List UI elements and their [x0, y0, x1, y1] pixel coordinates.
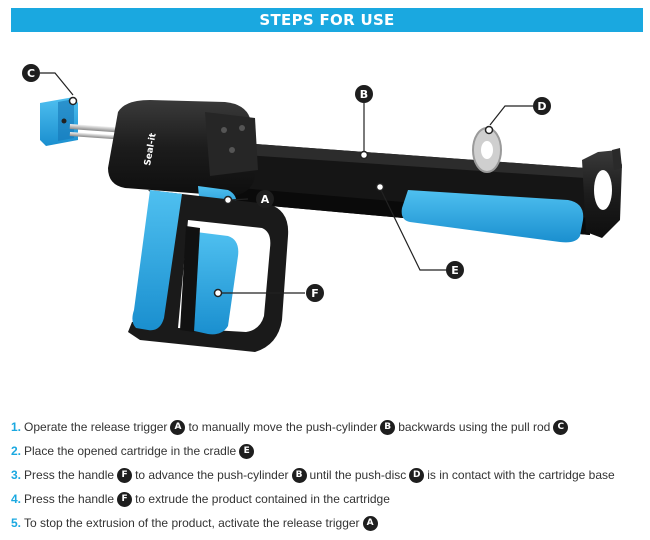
label-badge-a: A [362, 515, 378, 531]
callout-b: B [355, 85, 373, 103]
label-badge-b: B [380, 419, 396, 435]
leader-dots [68, 96, 494, 298]
step-text: to manually move the push-cylinder [188, 420, 378, 434]
pull-rod-handle [40, 97, 78, 146]
front-end-plate [582, 148, 622, 238]
step-text: to advance the push-cylinder [135, 468, 289, 482]
step-text: Place the opened cartridge in the cradle [24, 444, 237, 458]
step-number: 2. [11, 444, 22, 458]
label-badge-d: D [409, 467, 425, 483]
step-text: to extrude the product contained in the … [135, 492, 390, 506]
label-badge-a: A [170, 419, 186, 435]
step-text: is in contact with the cartridge base [427, 468, 615, 482]
svg-text:E: E [451, 264, 459, 277]
step-text: backwards using the pull rod [398, 420, 551, 434]
label-badge-f: F [117, 467, 133, 483]
step-text: until the push-disc [309, 468, 407, 482]
handle-lever [180, 226, 239, 335]
callout-a: A [256, 190, 274, 208]
leader-lines [40, 72, 533, 294]
step-number: 3. [11, 468, 22, 482]
step-number: 4. [11, 492, 22, 506]
step-number: 1. [11, 420, 22, 434]
step-text: Press the handle [24, 492, 115, 506]
label-badge-e: E [239, 443, 255, 459]
svg-text:A: A [261, 193, 270, 206]
step-text: Press the handle [24, 468, 115, 482]
step-text: Operate the release trigger [24, 420, 168, 434]
caulking-gun-illustration: Seal-it C B D [22, 64, 622, 352]
page-title: STEPS FOR USE [259, 11, 395, 29]
handle-grip [132, 190, 182, 331]
label-badge-c: C [553, 419, 569, 435]
svg-text:D: D [537, 100, 546, 113]
callout-d: D [533, 97, 551, 115]
push-disc [472, 127, 502, 173]
gun-body: Seal-it [108, 100, 258, 196]
step-text: To stop the extrusion of the product, ac… [24, 516, 360, 530]
svg-text:B: B [360, 88, 368, 101]
step-number: 5. [11, 516, 22, 530]
step-2: 2.Place the opened cartridge in the crad… [11, 442, 257, 460]
callout-f: F [306, 284, 324, 302]
label-badge-f: F [117, 491, 133, 507]
step-5: 5.To stop the extrusion of the product, … [11, 514, 381, 532]
callout-e: E [446, 261, 464, 279]
svg-text:F: F [311, 287, 319, 300]
header-bar: STEPS FOR USE [11, 8, 643, 32]
callout-c: C [22, 64, 40, 82]
svg-text:C: C [27, 67, 35, 80]
cradle-grip [401, 190, 584, 243]
label-badge-b: B [291, 467, 307, 483]
